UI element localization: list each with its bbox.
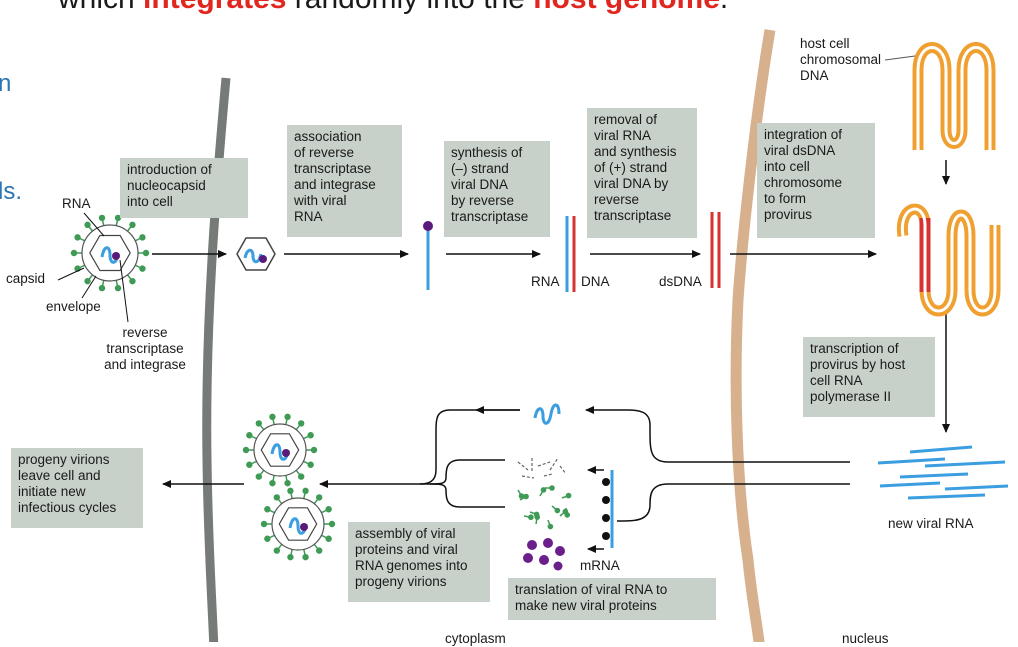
nucleocapsid [236,237,276,271]
label-reverse-transcriptase: reverse transcriptase and integrase [104,325,186,372]
step-translation: translation of viral RNA to make new vir… [508,578,716,620]
page-heading: which integrates randomly into the host … [58,0,728,14]
progeny-virion [242,413,318,487]
envelope-protein-cluster [517,485,572,530]
step-transcription: transcription of provirus by host cell R… [803,337,935,417]
rna-with-rt [423,221,433,290]
virion-pointers [57,212,129,323]
top-row-arrows [152,160,950,433]
step-integration: integration of viral dsDNA into cell chr… [757,123,875,238]
progeny-virion [260,487,336,561]
label-mrna: mRNA [580,558,620,573]
virion-particle [70,214,150,292]
label-rna: RNA [62,196,91,211]
side-fragment: n [0,70,12,97]
label-dna-strand: DNA [581,274,610,289]
host-chromosome [884,42,996,150]
step-progeny: progeny virions leave cell and initiate … [11,448,143,528]
mrna-with-ribosomes [602,470,614,548]
label-capsid: capsid [6,271,46,286]
step-removal: removal of viral RNA and synthesis of (+… [587,108,697,238]
step-assembly: assembly of viral proteins and viral RNA… [348,522,490,602]
dsdna-strand [710,212,721,288]
label-nucleus: nucleus [842,631,889,646]
step-synthesis-minus: synthesis of (–) strand viral DNA by rev… [444,141,550,237]
label-host-chromosomal-dna: host cell chromosomal DNA [800,36,882,83]
provirus-chromosome [896,203,1001,317]
viral-rna-genome [533,403,561,425]
label-dsdna: dsDNA [659,274,702,289]
protein-fragments [517,457,567,479]
new-viral-rna-strands [877,445,1009,500]
rna-export-paths [585,406,850,522]
label-cytoplasm: cytoplasm [445,631,506,646]
rna-dna-hybrid [565,216,576,292]
label-rna-strand: RNA [531,274,560,289]
label-envelope: envelope [46,299,101,314]
nuclear-envelope [727,29,776,642]
label-new-viral-rna: new viral RNA [888,516,974,531]
step-association: association of reverse transcriptase and… [287,125,402,237]
step-introduction: introduction of nucleocapsid into cell [120,158,248,218]
side-fragment: ls. [0,178,22,205]
capsid-proteins [523,538,565,571]
